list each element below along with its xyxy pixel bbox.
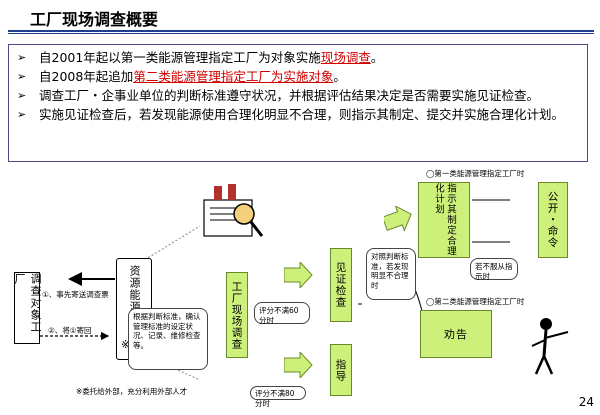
check-callout: 根据判断标准，确认管理标准的设定状况、记录、维修检查等。 <box>128 308 208 370</box>
arrow-to-guidance-icon <box>284 352 313 378</box>
title-divider <box>8 30 594 32</box>
bullet-text-end: 。 <box>333 69 346 84</box>
onsite-survey-box: 工厂现场调查 <box>226 272 248 358</box>
bullet-item: ➢ 调查工厂・企事业单位的判断标准遵守状况，并根据评估结果决定是否需要实施见证检… <box>17 87 579 105</box>
page-title: 工厂现场调查概要 <box>30 10 159 29</box>
survey-target-box: 调查对象工厂 <box>13 272 42 344</box>
legend-class2: ◯第二类能源管理指定工厂时 <box>426 297 525 306</box>
notice-label: ①、事先寄送调查票 <box>42 290 109 299</box>
witness-inspection-box: 见证检查 <box>330 248 352 322</box>
bullet-text: 实施见证检查后，若发现能源使用合理化明显不合理，则指示其制定、提交并实施合理化计… <box>39 107 565 122</box>
advice-box: 劝告 <box>420 310 492 358</box>
bullet-text-end: 。 <box>370 50 384 65</box>
bullet-text: 自2008年起追加 <box>39 69 134 84</box>
arrow-to-plan-icon <box>384 206 412 232</box>
bullet-highlight: 第二类能源管理指定工厂为实施对象 <box>133 69 334 84</box>
publish-order-box: 公开・命令 <box>538 182 568 258</box>
score-80-callout: 评分不满80分时 <box>250 386 306 408</box>
arrow-bullet-icon: ➢ <box>17 51 27 64</box>
title-divider-thin <box>8 33 594 34</box>
legend-class1: ◯第一类能源管理指定工厂时 <box>426 169 525 178</box>
footnote: ※委托给外部，充分利用外部人才 <box>76 387 188 396</box>
person-pointing-icon <box>531 318 569 375</box>
no-comply-callout: 若不服从指示时 <box>470 258 518 281</box>
page-number: 24 <box>578 395 594 409</box>
witness-note-callout: 对照判断标准，若发现明显不合理时 <box>366 248 416 300</box>
summary-box: ➢ 自2001年起以第一类能源管理指定工厂为对象实施现场调查。 ➢ 自2008年… <box>8 44 588 162</box>
plan-box: 指示其制定合理化计划 <box>418 182 470 258</box>
bullet-highlight: 现场调查 <box>320 50 371 65</box>
inspector-icon <box>203 184 264 237</box>
bullet-item: ➢ 自2008年起追加第二类能源管理指定工厂为实施对象。 <box>17 68 579 86</box>
bullet-text: 自2001年起以第一类能源管理指定工厂为对象实施 <box>39 50 321 65</box>
score-60-callout: 评分不满60分时 <box>254 302 310 325</box>
bullet-text: 调查工厂・企事业单位的判断标准遵守状况，并根据评估结果决定是否需要实施见证检查。 <box>39 88 540 103</box>
arrow-to-witness-icon <box>284 262 313 288</box>
guidance-box: 指导 <box>330 344 352 396</box>
arrow-bullet-icon: ➢ <box>17 70 27 83</box>
agency-mark: ※ <box>121 338 131 351</box>
bullet-item: ➢ 自2001年起以第一类能源管理指定工厂为对象实施现场调查。 <box>17 49 579 67</box>
arrow-bullet-icon: ➢ <box>17 108 27 121</box>
return-label: ②、将①寄回 <box>48 326 92 335</box>
bullet-item: ➢ 实施见证检查后，若发现能源使用合理化明显不合理，则指示其制定、提交并实施合理… <box>17 106 579 124</box>
arrow-bullet-icon: ➢ <box>17 89 27 102</box>
